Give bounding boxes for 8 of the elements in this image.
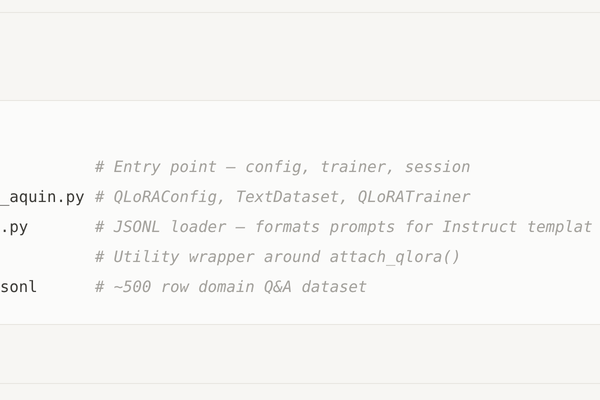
code-comment: # Entry point — config, trainer, session xyxy=(95,157,471,177)
code-comment: # JSONL loader — formats prompts for Instruct templat xyxy=(95,217,593,237)
file-name: _aquin.py xyxy=(0,187,84,207)
code-comment: # ~500 row domain Q&A dataset xyxy=(95,277,368,297)
code-comment: # QLoRAConfig, TextDataset, QLoRATrainer xyxy=(95,187,471,207)
file-name: sonl xyxy=(0,277,38,297)
file-name: .py xyxy=(0,217,28,237)
code-comment: # Utility wrapper around attach_qlora() xyxy=(95,247,462,267)
